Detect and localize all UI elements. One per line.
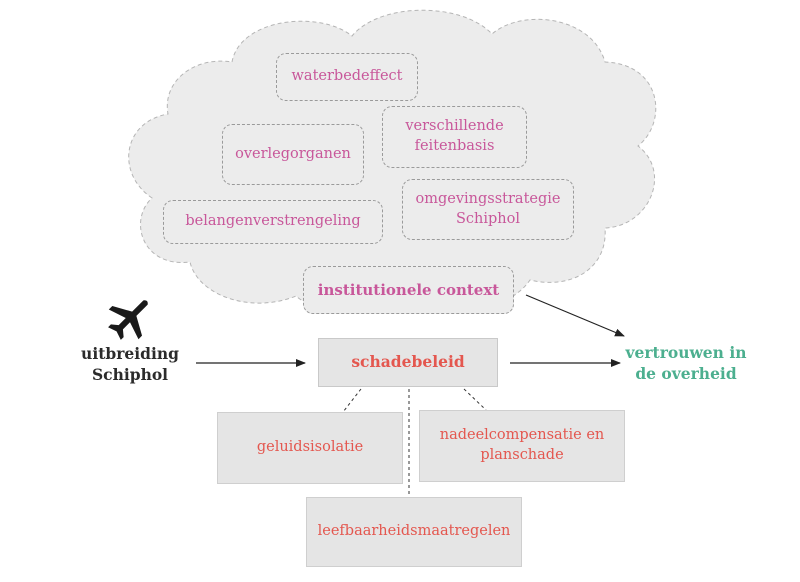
node-omgevingsstrategie: omgevingsstrategie Schiphol (402, 179, 574, 240)
input-label-line1: uitbreiding (81, 344, 179, 364)
node-verschillende-feitenbasis: verschillende feitenbasis (382, 106, 527, 168)
node-geluidsisolatie: geluidsisolatie (217, 412, 403, 484)
node-institutionele-context: institutionele context (303, 266, 514, 314)
arrow-context-to-outcome (525, 294, 625, 337)
link-to-nadeelcompensatie (463, 388, 487, 411)
node-schadebeleid: schadebeleid (318, 338, 498, 387)
input-label: uitbreiding Schiphol (60, 342, 200, 388)
node-nadeelcompensatie: nadeelcompensatie en planschade (419, 410, 625, 482)
node-belangenverstrengeling: belangenverstrengeling (163, 200, 383, 244)
outcome-label: vertrouwen in de overheid (616, 341, 756, 387)
outcome-label-line2: de overheid (635, 364, 737, 383)
node-overlegorganen: overlegorganen (222, 124, 364, 185)
dashed-links (342, 388, 487, 497)
node-leefbaarheidsmaatregelen: leefbaarheidsmaatregelen (306, 497, 522, 567)
input-label-line2: Schiphol (91, 365, 169, 384)
outcome-label-line1: vertrouwen in (625, 343, 747, 363)
link-to-geluidsisolatie (342, 388, 362, 413)
node-waterbedeffect: waterbedeffect (276, 53, 418, 101)
airplane-icon (108, 300, 148, 340)
connector-lines (196, 294, 625, 367)
